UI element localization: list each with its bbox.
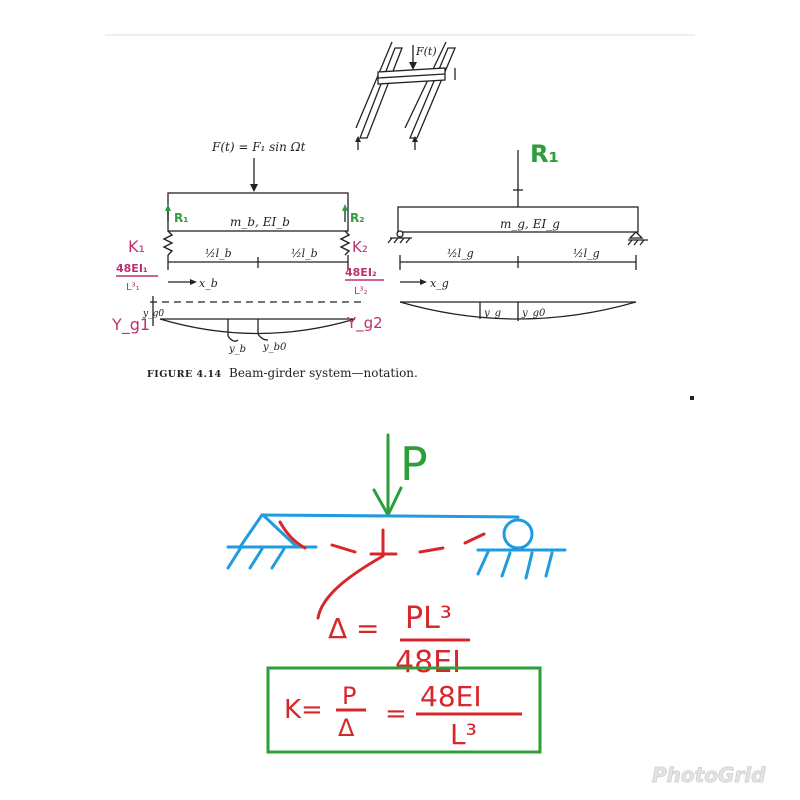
yb-label: y_b: [228, 344, 246, 355]
load-p-label: P: [400, 437, 428, 491]
beam: [150, 158, 362, 342]
annotations: R₁ R₂ R₁ K₁ K₂ 48EI₁ L³₁ 48EI₂ L³₂ Y_g1 …: [111, 140, 559, 335]
beam-half-left: ½l_b: [205, 247, 232, 260]
yg0-girder-label: y_g0: [521, 308, 546, 319]
watermark: PhotoGrid: [652, 763, 766, 787]
k1-numerator: 48EI₁: [116, 262, 148, 275]
xb-axis-label: x_b: [199, 277, 218, 290]
beam-props: m_b, EI_b: [230, 215, 290, 229]
force-equation: F(t) = F₁ sin Ωt: [211, 140, 306, 154]
girder: [387, 150, 648, 321]
r2-label: R₂: [350, 211, 365, 225]
girder-half-left: ½l_g: [447, 247, 474, 260]
figure-caption-text: Beam-girder system—notation.: [229, 366, 418, 380]
deflection-equation: Δ = PL³ 48EI: [328, 601, 470, 680]
k1-label: K₁: [128, 237, 145, 256]
stiffness-box: [266, 666, 542, 754]
beam-half-right: ½l_b: [291, 247, 318, 260]
sketch-beam: [226, 513, 567, 580]
k-rhs-numerator: 48EI: [420, 680, 482, 713]
load-arrow: [372, 433, 403, 517]
r1-label: R₁: [174, 211, 189, 225]
k2-denominator: L³₂: [354, 286, 368, 297]
xg-axis-label: x_g: [430, 277, 449, 290]
k1-denominator: L³₁: [126, 282, 140, 293]
figure-caption-label: FIGURE 4.14: [147, 369, 222, 380]
k-frac-numerator: P: [342, 682, 356, 710]
yg0-label: y_g0: [142, 309, 164, 319]
k2-numerator: 48EI₂: [345, 266, 377, 279]
deflected-shape: [278, 520, 486, 620]
r1-big-label: R₁: [530, 140, 559, 168]
k-lhs: K=: [284, 695, 323, 725]
yg2-label: Y_g2: [346, 314, 383, 333]
k-equals: =: [385, 699, 407, 729]
hand-sketch: [226, 433, 567, 620]
scan-dot: [690, 396, 694, 400]
yb0-label: y_b0: [262, 342, 287, 353]
k-rhs-denominator: L³: [450, 718, 477, 751]
yg1-label: Y_g1: [111, 315, 150, 335]
girder-half-right: ½l_g: [573, 247, 600, 260]
isometric-sketch: [355, 41, 456, 150]
delta-numerator: PL³: [405, 601, 452, 636]
k2-label: K₂: [352, 238, 368, 256]
stiffness-equation: K= P Δ = 48EI L³: [284, 680, 522, 751]
girder-props: m_g, EI_g: [500, 217, 560, 231]
delta-lhs: Δ =: [328, 612, 380, 645]
yg-label: y_g: [483, 308, 501, 319]
delta-denominator: 48EI: [395, 645, 461, 680]
k-frac-denominator: Δ: [338, 714, 355, 742]
force-top-label: F(t): [415, 45, 437, 58]
